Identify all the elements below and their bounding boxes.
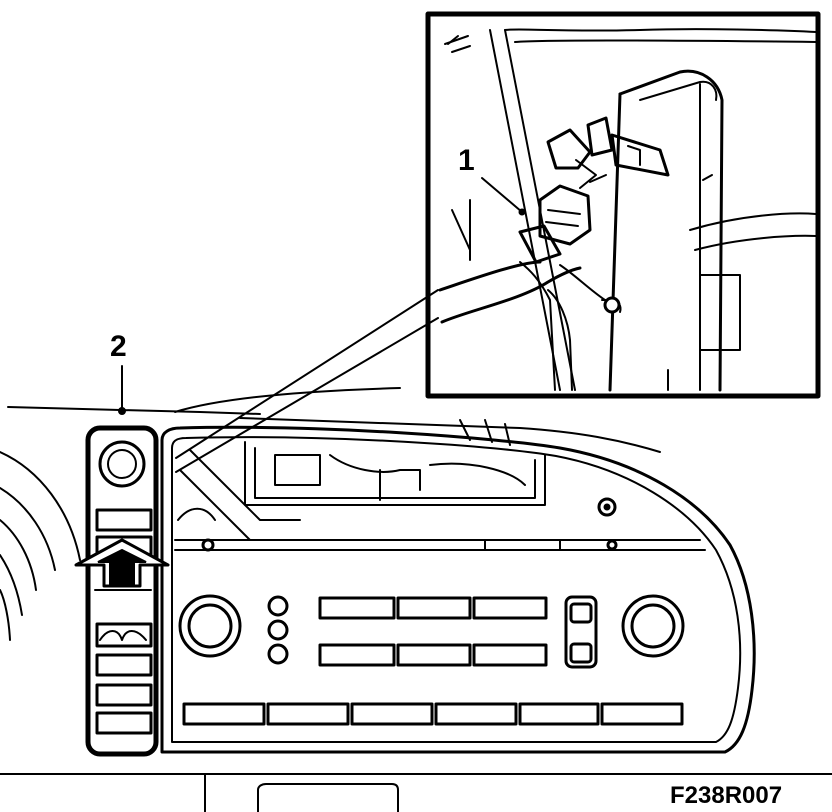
detail-leader-lines bbox=[175, 289, 439, 473]
detail-inset bbox=[425, 11, 821, 399]
callout-1-label: 1 bbox=[458, 144, 475, 177]
push-up-arrow-icon bbox=[74, 538, 170, 588]
callout-1: 1 bbox=[458, 144, 475, 177]
callout-2: 2 bbox=[110, 330, 127, 415]
dashboard-outline bbox=[0, 387, 832, 812]
figure-code: F238R007 bbox=[670, 782, 782, 809]
center-console-frame bbox=[160, 425, 756, 754]
callout-2-label: 2 bbox=[110, 330, 127, 363]
console-opening bbox=[174, 419, 706, 552]
climate-control-panel bbox=[178, 594, 685, 726]
switch-panel bbox=[85, 425, 159, 757]
